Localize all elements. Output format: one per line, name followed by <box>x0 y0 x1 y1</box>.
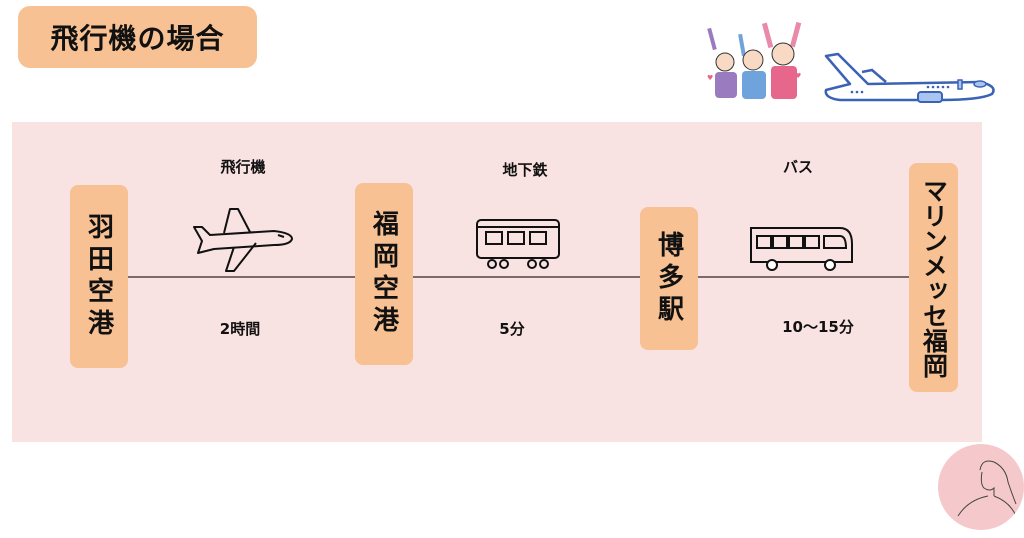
route-panel <box>12 122 982 442</box>
station-marine-messe-fukuoka: マリンメッセ福岡 <box>909 163 958 392</box>
airplane-icon <box>193 208 293 272</box>
bus-icon <box>750 227 853 271</box>
avatar <box>938 444 1024 530</box>
segment-duration-label: 5分 <box>499 320 525 338</box>
station-hakata: 博多駅 <box>640 207 698 350</box>
svg-text:♥: ♥ <box>707 74 713 82</box>
cheering-fans-icon: ♥ ♥ <box>707 21 801 99</box>
woman-portrait-icon <box>957 460 1017 517</box>
page-title: 飛行機の場合 <box>18 6 257 68</box>
route-line <box>128 276 910 278</box>
segment-duration-label: 2時間 <box>219 320 261 338</box>
station-fukuoka-airport: 福岡空港 <box>355 183 413 365</box>
segment-duration-label: 10〜15分 <box>782 318 854 336</box>
train-icon <box>476 219 560 269</box>
segment-mode-label: 地下鉄 <box>502 161 548 179</box>
airplane-illustration-icon <box>824 52 995 103</box>
segment-mode-label: バス <box>782 158 814 176</box>
svg-text:♥: ♥ <box>795 72 801 80</box>
segment-mode-label: 飛行機 <box>220 158 266 176</box>
station-haneda-airport: 羽田空港 <box>70 185 128 368</box>
